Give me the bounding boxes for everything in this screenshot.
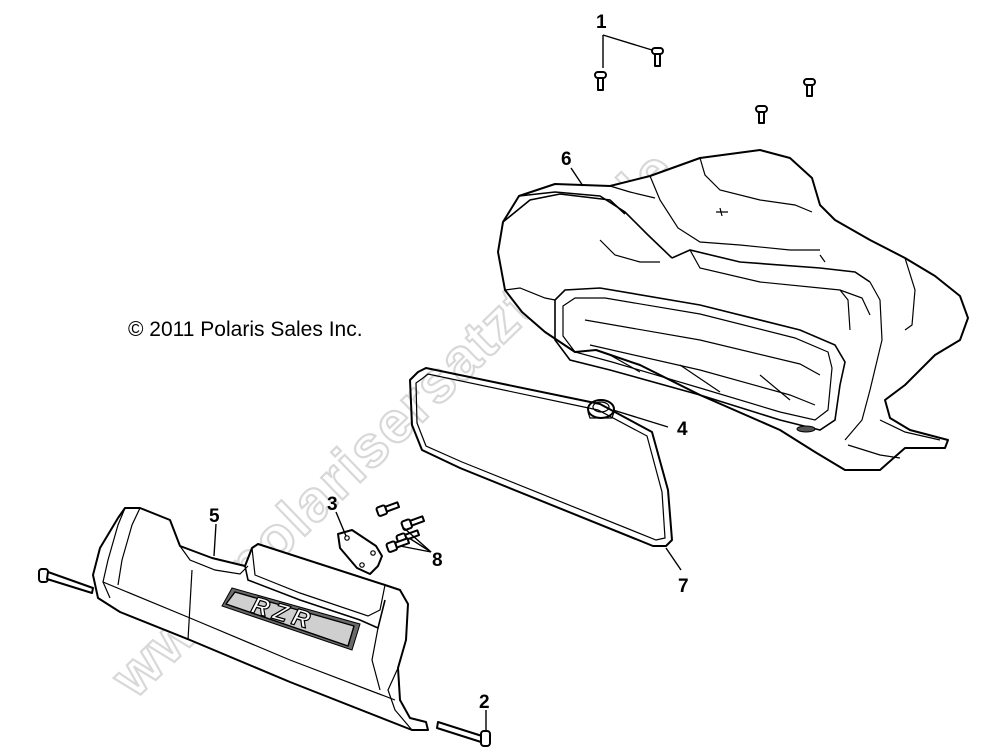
callout-3: 3	[327, 494, 338, 515]
seal-gasket	[409, 367, 673, 547]
screw-group-8	[375, 501, 426, 553]
pin-right	[436, 721, 491, 747]
callout-1: 1	[596, 12, 607, 33]
grommet	[587, 399, 615, 419]
pin-left	[38, 568, 94, 594]
callout-8: 8	[432, 550, 443, 571]
callout-5: 5	[209, 506, 220, 527]
callout-7: 7	[678, 576, 689, 597]
callout-2: 2	[479, 692, 490, 713]
screw-group-1	[594, 47, 816, 124]
glove-box-housing	[497, 149, 969, 471]
callout-6: 6	[561, 149, 572, 170]
callout-4: 4	[677, 419, 688, 440]
leader-lines	[213, 34, 682, 731]
mounting-plate	[337, 529, 383, 575]
callout-labels: 1 2 3 4 5 6 7 8	[209, 12, 689, 713]
screw	[375, 501, 401, 517]
screw	[803, 78, 816, 97]
screw	[385, 537, 411, 553]
screw	[755, 105, 768, 124]
screw	[400, 515, 426, 531]
screw	[651, 47, 664, 67]
copyright-notice: © 2011 Polaris Sales Inc.	[128, 318, 363, 341]
screw	[594, 71, 607, 91]
